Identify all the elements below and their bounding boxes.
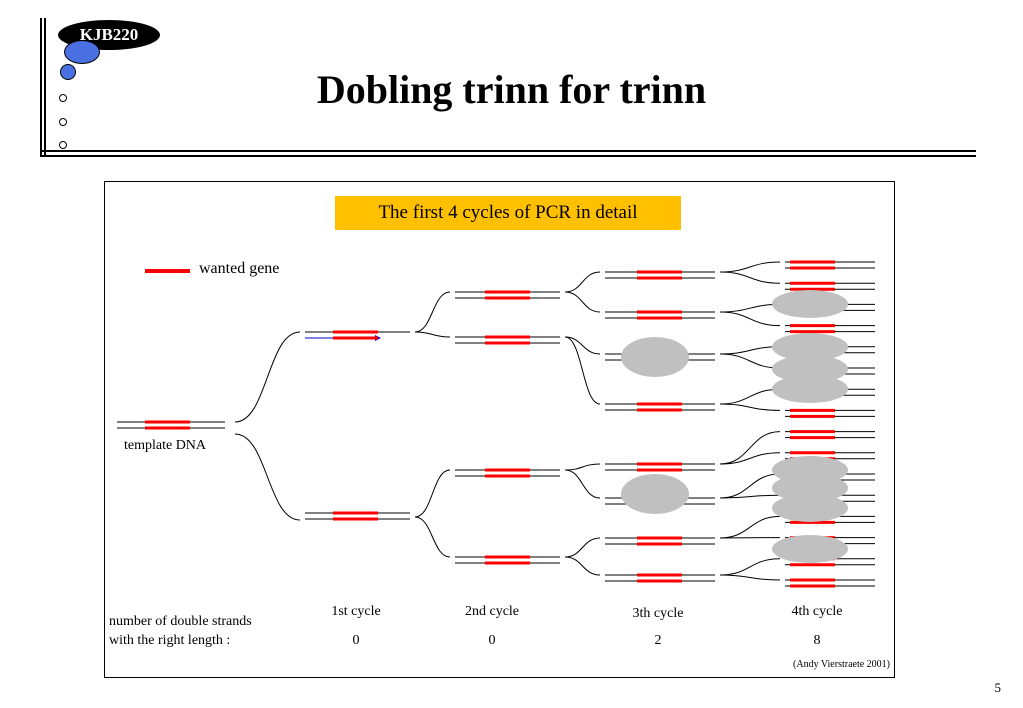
cycle-3-label: 3th cycle [632,606,684,621]
branch-c3-2 [564,336,601,355]
branch-c4-15 [719,574,781,581]
branch-c4-2 [719,303,781,313]
branch-c2-1 [414,331,451,338]
branch-c3-1 [564,291,601,313]
branch-c1-top [234,331,301,423]
course-badge-label: KJB220 [79,25,139,44]
decor-bubble-small-3 [59,141,67,149]
decor-bubble-small-2 [59,118,67,126]
c4-highlight-6 [772,494,848,522]
c4-highlight-5 [772,474,848,502]
count-label-line2: with the right length : [109,633,231,648]
branch-c4-14 [719,558,781,576]
branch-c4-12 [719,515,781,539]
branch-c4-9 [719,452,781,465]
branch-c4-7 [719,403,781,411]
branch-c2-2 [414,469,451,518]
left-border-line-inner [44,18,46,155]
cycle-1-count: 0 [352,633,360,648]
branch-c2-0 [414,291,451,333]
pcr-figure: The first 4 cycles of PCR in detail want… [104,181,895,678]
figure-title: The first 4 cycles of PCR in detail [335,196,681,230]
course-badge: KJB220 [58,20,160,50]
cycle-3-count: 2 [654,633,662,648]
branch-c4-3 [719,311,781,327]
title-underline-bottom [40,155,976,157]
branch-c2-3 [414,516,451,558]
cycle-1-label: 1st cycle [331,604,381,619]
branch-c3-0 [564,271,601,293]
branch-c4-4 [719,346,781,355]
c3-highlight-1 [621,337,689,377]
decor-bubble-medium [60,64,76,80]
c3-highlight-2 [621,474,689,514]
branch-c4-0 [719,261,781,273]
branch-c3-7 [564,556,601,576]
decor-bubble-large [64,40,100,64]
branch-c1-bottom [234,433,301,521]
c4-highlight-2 [772,355,848,383]
decor-bubble-small-1 [59,94,67,102]
c4-highlight-3 [772,375,848,403]
credit-text: (Andy Vierstraete 2001) [793,659,890,670]
title-underline-top [40,150,976,152]
branch-c3-4 [564,463,601,471]
branch-c4-11 [719,494,781,499]
c4-highlight-1 [772,333,848,361]
branch-c4-6 [719,388,781,405]
count-label-line1: number of double strands [109,614,252,629]
c4-highlight-7 [772,535,848,563]
branch-c4-5 [719,353,781,369]
slide-number: 5 [994,680,1002,695]
legend-label: wanted gene [199,260,280,277]
cycle-2-count: 0 [488,633,496,648]
cycle-4-count: 8 [813,633,821,648]
left-border-line [40,18,42,155]
c4-highlight-0 [772,290,848,318]
branch-c3-6 [564,537,601,558]
branch-c3-3 [564,336,601,405]
branch-c4-1 [719,271,781,284]
template-dna-label: template DNA [124,438,207,453]
pcr-diagram [117,260,875,588]
branch-c4-10 [719,473,781,499]
slide-title: Dobling trinn for trinn [316,67,707,112]
branch-c3-5 [564,469,601,499]
branch-c4-8 [719,431,781,465]
cycle-2-label: 2nd cycle [464,604,520,619]
cycle-4-label: 4th cycle [791,604,843,619]
